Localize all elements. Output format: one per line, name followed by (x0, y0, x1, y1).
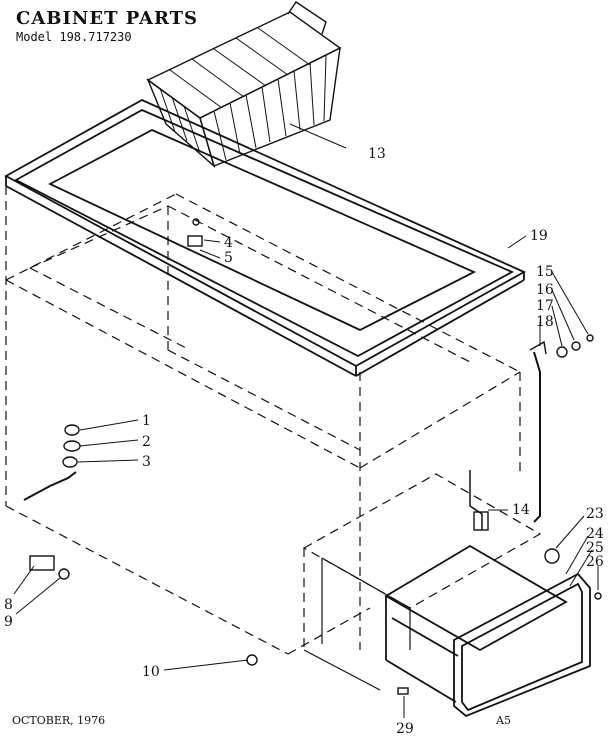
part-3-grommet (62, 456, 78, 468)
part-14-bracket (473, 511, 489, 531)
callout-24: 24 (586, 526, 604, 542)
part-23-grommet (544, 548, 560, 564)
part-10-nut (246, 654, 258, 666)
part-18-clip (529, 340, 547, 355)
part-5-screw (192, 218, 200, 226)
callout-1: 1 (142, 413, 151, 429)
compressor-compartment (302, 473, 542, 691)
model-number: Model 198.717230 (16, 30, 132, 44)
part-8-plate (29, 555, 55, 571)
callout-3: 3 (142, 454, 151, 470)
part-4-bracket (187, 235, 203, 247)
part-17-nut (556, 346, 568, 358)
callout-10: 10 (142, 664, 160, 680)
callout-18: 18 (536, 314, 554, 330)
callout-17: 17 (536, 298, 554, 314)
callout-2: 2 (142, 434, 151, 450)
callout-15: 15 (536, 264, 554, 280)
callout-25: 25 (586, 540, 604, 556)
publication-date: OCTOBER, 1976 (12, 714, 106, 727)
callout-5: 5 (224, 250, 233, 266)
part-2-washer (63, 440, 81, 452)
part-15-screw (586, 334, 594, 342)
callout-8: 8 (4, 597, 13, 613)
callout-13: 13 (368, 146, 386, 162)
callout-23: 23 (586, 506, 604, 522)
part-29-clip (397, 687, 409, 695)
cabinet-outline (5, 186, 521, 655)
page-code: A5 (496, 714, 511, 727)
callout-19: 19 (530, 228, 548, 244)
callout-14: 14 (512, 502, 530, 518)
callout-29: 29 (396, 721, 414, 736)
part-16-washer (571, 341, 581, 351)
lid-gasket-frame (4, 98, 526, 377)
wire-basket (146, 1, 342, 169)
callout-16: 16 (536, 282, 554, 298)
callout-26: 26 (586, 554, 604, 570)
access-panel (384, 544, 591, 718)
part-26-screw (594, 592, 602, 600)
diagram-title: CABINET PARTS (16, 8, 198, 29)
part-9-screw (58, 568, 70, 580)
part-1-cap (64, 424, 80, 436)
callout-4: 4 (224, 235, 233, 251)
callout-9: 9 (4, 614, 13, 630)
